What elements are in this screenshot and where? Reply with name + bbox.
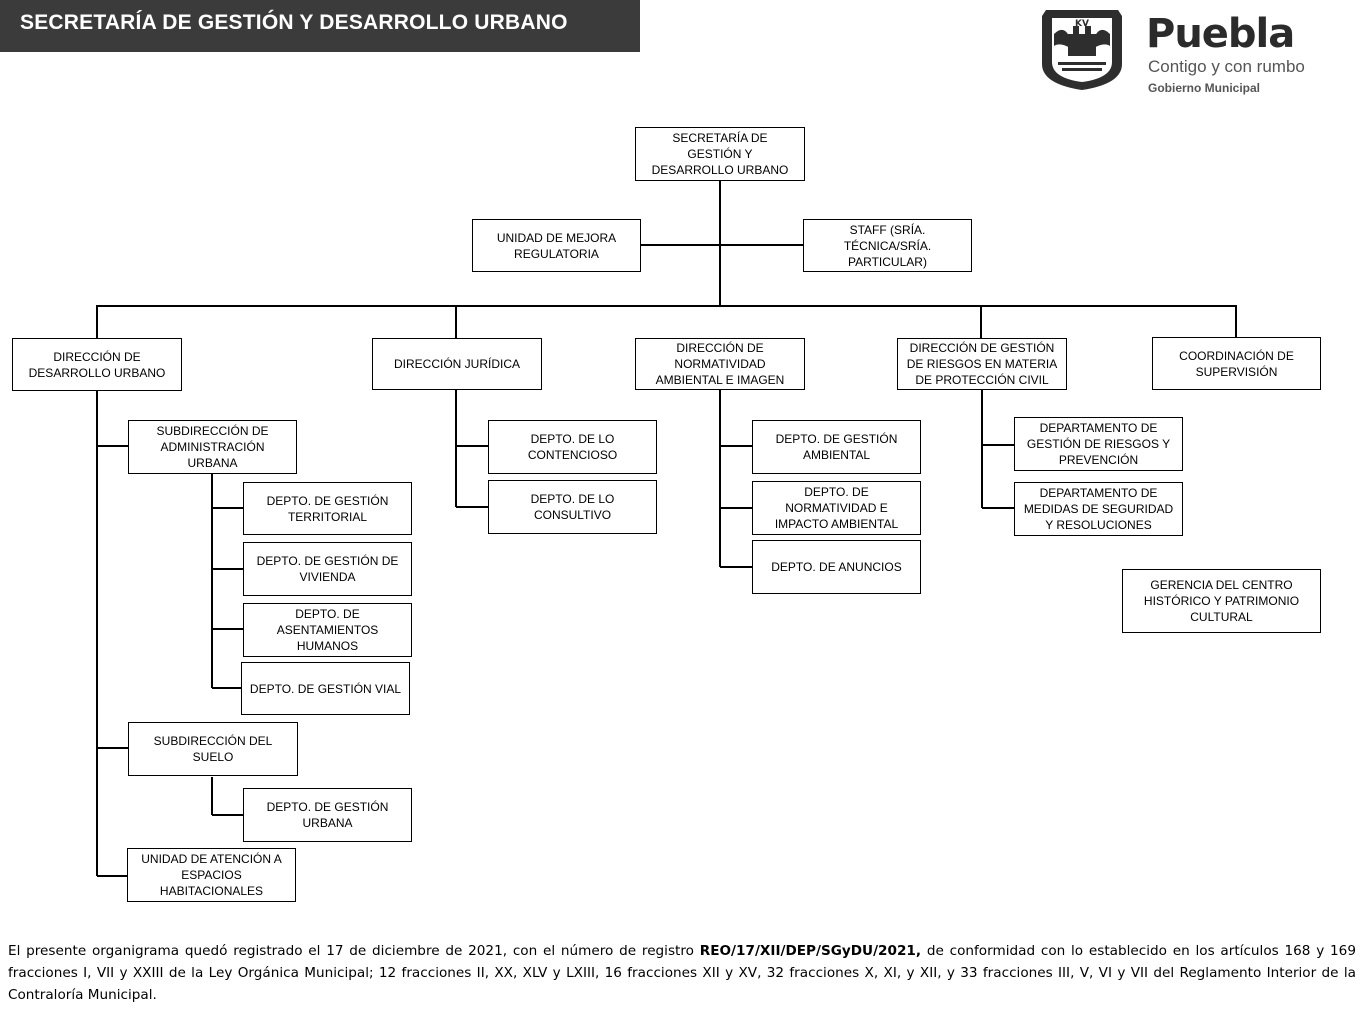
org-box-subdireccion-administracion: SUBDIRECCIÓN DE ADMINISTRACIÓN URBANA [128, 420, 297, 474]
org-box-subdireccion-suelo: SUBDIRECCIÓN DEL SUELO [128, 722, 298, 776]
note-text-start: El presente organigrama quedó registrado… [8, 943, 700, 959]
city-seal-icon: KV [1042, 10, 1122, 90]
org-box-unidad-espacios-habitacionales: UNIDAD DE ATENCIÓN A ESPACIOS HABITACION… [127, 848, 296, 902]
org-box-depto-vial: DEPTO. DE GESTIÓN VIAL [241, 662, 410, 715]
org-box-depto-gestion-ambiental: DEPTO. DE GESTIÓN AMBIENTAL [752, 420, 921, 474]
org-box-coordinacion-supervision: COORDINACIÓN DE SUPERVISIÓN [1152, 337, 1321, 390]
org-box-depto-contencioso: DEPTO. DE LO CONTENCIOSO [488, 420, 657, 474]
org-box-depto-territorial: DEPTO. DE GESTIÓN TERRITORIAL [243, 482, 412, 535]
org-box-direccion-normatividad: DIRECCIÓN DE NORMATIVIDAD AMBIENTAL E IM… [635, 338, 805, 390]
note-text-end: de conformidad con lo establecido en los… [8, 943, 1356, 1003]
brand-subtitle: Gobierno Municipal [1148, 81, 1261, 95]
org-box-direccion-riesgos: DIRECCIÓN DE GESTIÓN DE RIESGOS EN MATER… [897, 338, 1067, 390]
brand-name: Puebla [1146, 11, 1295, 57]
header-bar: SECRETARÍA DE GESTIÓN Y DESARROLLO URBAN… [0, 0, 640, 52]
org-box-unidad-mejora-regulatoria: UNIDAD DE MEJORA REGULATORIA [472, 219, 641, 272]
org-box-secretaria: SECRETARÍA DE GESTIÓN Y DESARROLLO URBAN… [635, 127, 805, 181]
registration-number: REO/17/XII/DEP/SGyDU/2021, [699, 943, 922, 959]
puebla-logo: KV Puebla Contigo y con rumbo Gobierno M… [1040, 4, 1340, 100]
org-box-depto-gestion-riesgos: DEPARTAMENTO DE GESTIÓN DE RIESGOS Y PRE… [1014, 417, 1183, 471]
org-box-depto-asentamientos: DEPTO. DE ASENTAMIENTOS HUMANOS [243, 603, 412, 657]
org-box-depto-gestion-urbana: DEPTO. DE GESTIÓN URBANA [243, 788, 412, 842]
org-box-direccion-desarrollo-urbano: DIRECCIÓN DE DESARROLLO URBANO [12, 338, 182, 391]
org-box-depto-vivienda: DEPTO. DE GESTIÓN DE VIVIENDA [243, 542, 412, 596]
svg-text:KV: KV [1075, 19, 1089, 29]
org-box-depto-anuncios: DEPTO. DE ANUNCIOS [752, 540, 921, 594]
brand-tagline: Contigo y con rumbo [1148, 57, 1305, 76]
org-box-depto-impacto-ambiental: DEPTO. DE NORMATIVIDAD E IMPACTO AMBIENT… [752, 481, 921, 535]
org-box-depto-medidas-seguridad: DEPARTAMENTO DE MEDIDAS DE SEGURIDAD Y R… [1014, 482, 1183, 536]
page-title: SECRETARÍA DE GESTIÓN Y DESARROLLO URBAN… [20, 11, 568, 34]
org-box-gerencia-centro-historico: GERENCIA DEL CENTRO HISTÓRICO Y PATRIMON… [1122, 569, 1321, 633]
org-box-direccion-juridica: DIRECCIÓN JURÍDICA [372, 338, 542, 390]
org-box-depto-consultivo: DEPTO. DE LO CONSULTIVO [488, 480, 657, 534]
org-box-staff: STAFF (SRÍA. TÉCNICA/SRÍA. PARTICULAR) [803, 219, 972, 272]
registration-note: El presente organigrama quedó registrado… [8, 940, 1356, 1006]
